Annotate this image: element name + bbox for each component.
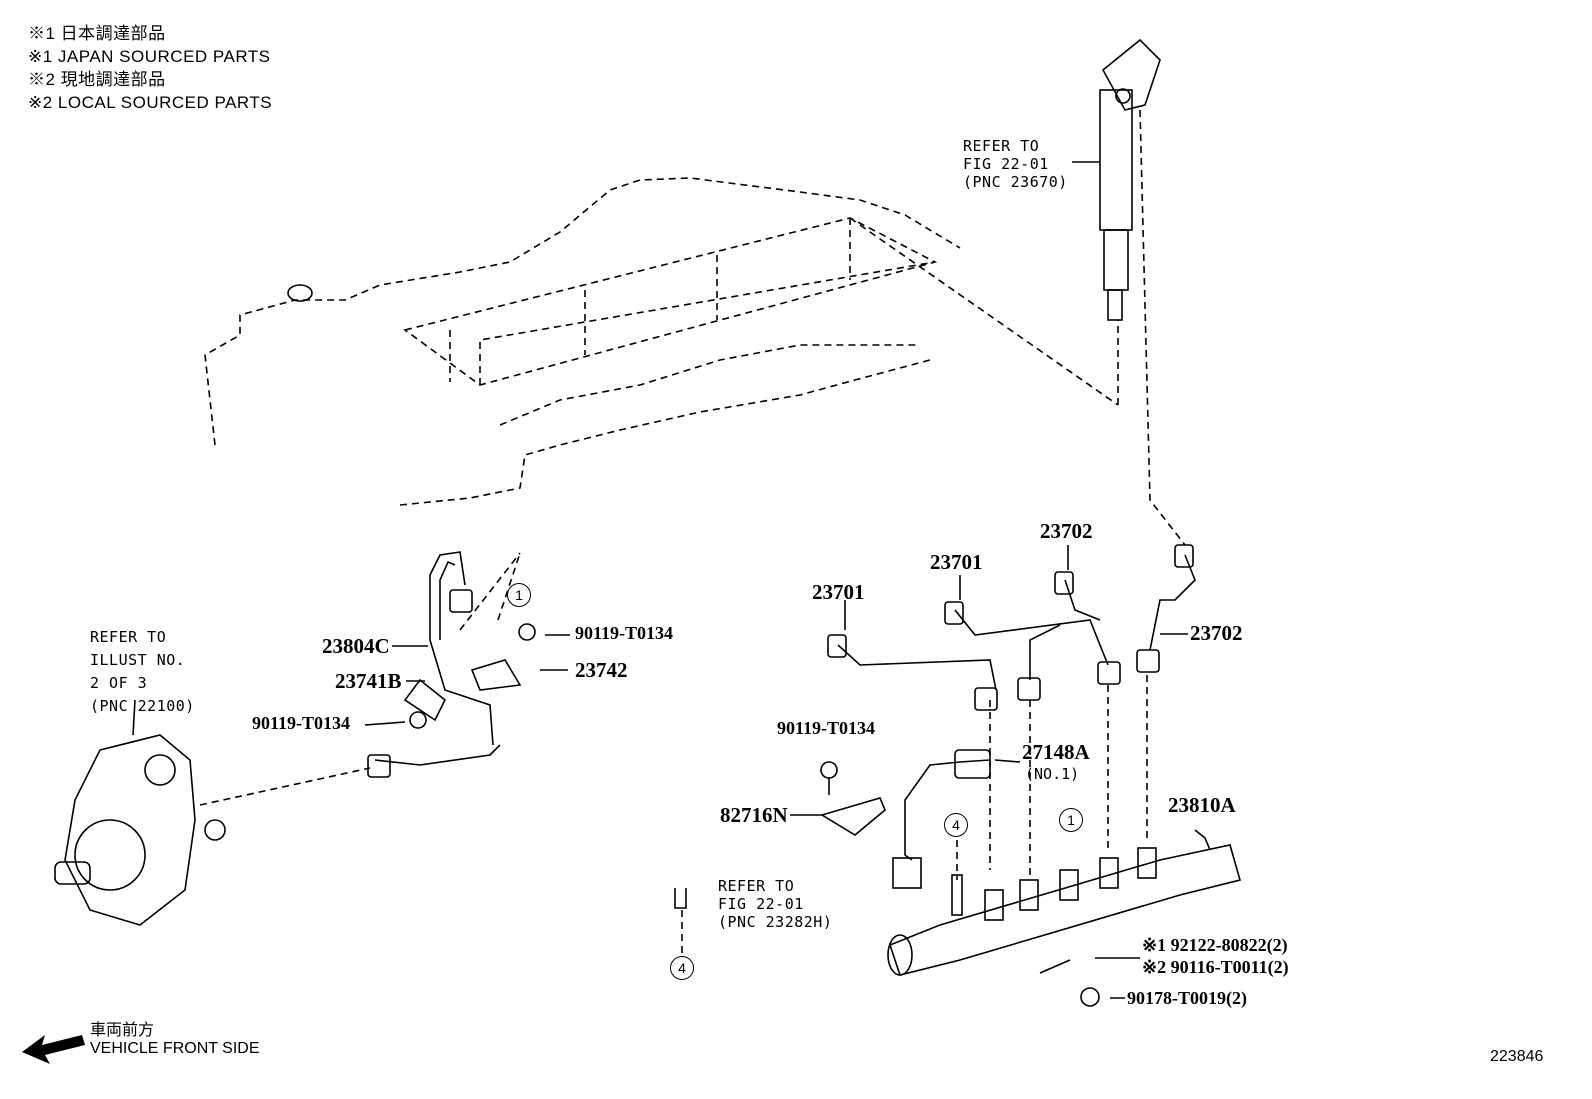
part-sublabel-27148A: (NO.1) [1025, 765, 1080, 783]
ref-line: (PNC 23670) [963, 173, 1068, 191]
legend-note: ※1 日本調達部品 [28, 24, 166, 43]
legend-note: ※2 LOCAL SOURCED PARTS [28, 93, 273, 112]
pipes-right-drawing [827, 544, 1196, 711]
part-label-23742[interactable]: 23742 [575, 658, 628, 682]
ref-line: REFER TO [718, 877, 795, 895]
part-label-23741B[interactable]: 23741B [335, 669, 402, 693]
ref-line: FIG 22-01 [718, 895, 804, 913]
part-label-23701[interactable]: 23701 [812, 580, 865, 604]
ref-line: REFER TO [963, 137, 1040, 155]
ref-line: (PNC 23282H) [718, 913, 833, 931]
ref-line: REFER TO [90, 628, 167, 646]
illustration-number: 223846 [1490, 1048, 1544, 1065]
ref-line: ILLUST NO. [90, 651, 186, 669]
callout-1: 1 [1059, 808, 1083, 832]
legend-note: ※1 JAPAN SOURCED PARTS [28, 47, 271, 66]
part-label-23701[interactable]: 23701 [930, 550, 983, 574]
front-side-en: VEHICLE FRONT SIDE [90, 1040, 260, 1057]
engine-outline [199, 109, 1186, 955]
part-label-23702[interactable]: 23702 [1190, 621, 1243, 645]
reference-injector[interactable]: REFER TO FIG 22-01 (PNC 23670) [963, 137, 1068, 191]
callout-1: 1 [507, 583, 531, 607]
part-label-bolt-upper[interactable]: 90119-T0134 [575, 623, 674, 643]
part-label-23810A[interactable]: 23810A [1168, 793, 1236, 817]
front-arrow-icon [22, 1035, 85, 1064]
part-label-82716N[interactable]: 82716N [720, 803, 788, 827]
part-label-nut[interactable]: 90178-T0019(2) [1127, 988, 1247, 1008]
callout-4: 4 [670, 956, 694, 980]
callout-4: 4 [944, 813, 968, 837]
pipe-23804C-drawing [364, 551, 570, 778]
ref-line: FIG 22-01 [963, 155, 1049, 173]
reference-pump[interactable]: REFER TO ILLUST NO. 2 OF 3 (PNC 22100) [90, 626, 195, 718]
part-label-stud-japan[interactable]: ※1 92122-80822(2) [1142, 935, 1288, 955]
part-label-27148A[interactable]: 27148A [1022, 740, 1090, 764]
front-side-jp: 車両前方 [90, 1022, 155, 1039]
reference-plug[interactable]: REFER TO FIG 22-01 (PNC 23282H) [718, 877, 832, 931]
pump-drawing [54, 699, 226, 926]
part-label-23702[interactable]: 23702 [1040, 519, 1093, 543]
injector-drawing [1072, 38, 1161, 321]
part-label-bolt-left[interactable]: 90119-T0134 [252, 713, 351, 733]
legend-note: ※2 現地調達部品 [28, 70, 166, 89]
ref-line: 2 OF 3 [90, 674, 148, 692]
part-label-bolt-right[interactable]: 90119-T0134 [777, 718, 876, 738]
part-label-stud-local[interactable]: ※2 90116-T0011(2) [1142, 957, 1289, 977]
part-label-23804C[interactable]: 23804C [322, 634, 390, 658]
rail-drawing [674, 749, 1241, 1007]
ref-line: (PNC 22100) [90, 697, 195, 715]
